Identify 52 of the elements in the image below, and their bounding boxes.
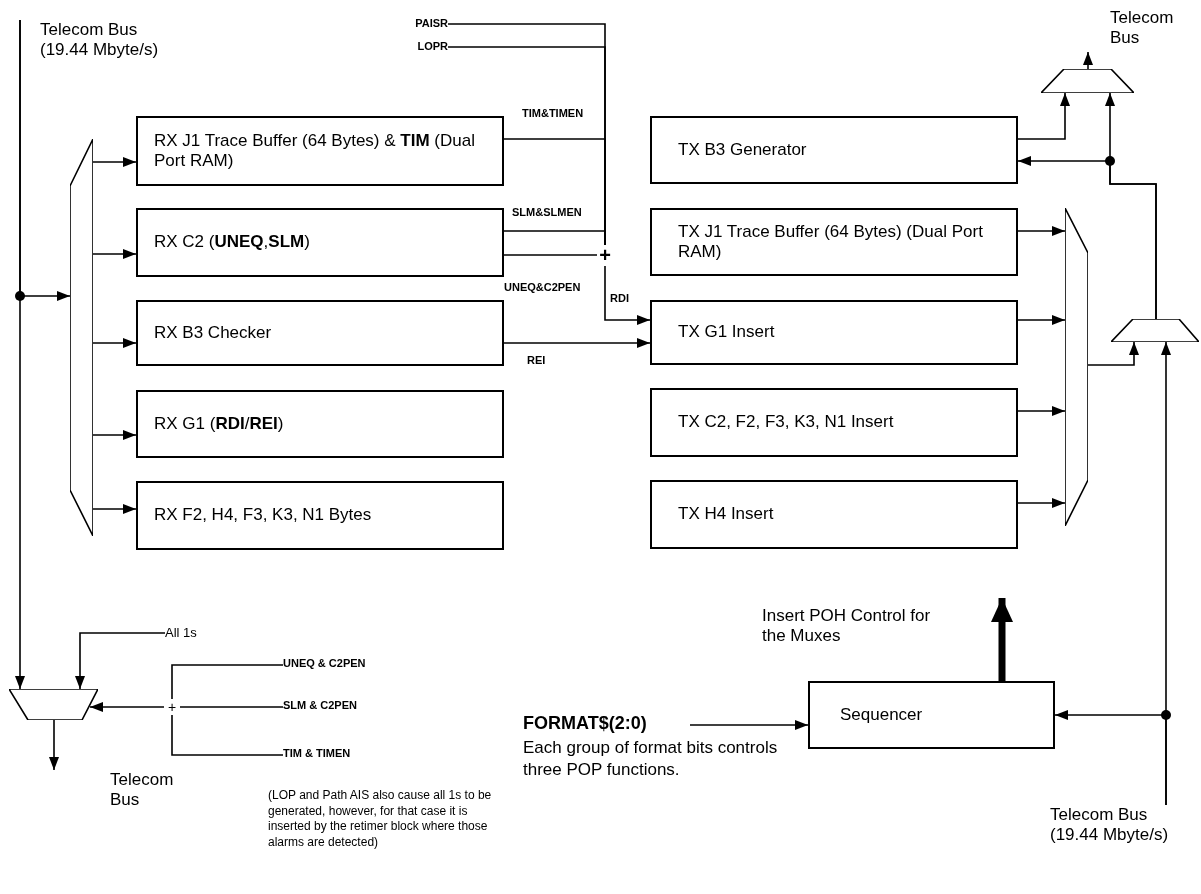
- connector-line: [179, 706, 284, 708]
- note-text: (LOP and Path AIS also cause all 1s to be generated, however, for that case it is inserted by the retimer block where those alarms are detected): [268, 788, 493, 851]
- mux-trapezoid: [1041, 69, 1134, 93]
- signal-label: LOPR: [396, 40, 448, 55]
- arrow: [1017, 406, 1066, 416]
- connector-line: [171, 664, 284, 700]
- signal-label: SLM & C2PEN: [283, 699, 403, 714]
- process-box: RX C2 (UNEQ,SLM): [136, 208, 504, 277]
- arrow: [1017, 226, 1066, 236]
- process-box: TX G1 Insert: [650, 300, 1018, 365]
- arrow: [1105, 92, 1157, 320]
- arrow: [689, 720, 809, 730]
- connector-line: [171, 714, 284, 756]
- process-box: Sequencer: [808, 681, 1055, 749]
- bus-label: Telecom Bus (19.44 Mbyte/s): [1050, 805, 1195, 869]
- arrow: [503, 338, 651, 348]
- arrow: [1054, 710, 1167, 806]
- arrow: [15, 19, 25, 690]
- arrow: [1017, 315, 1066, 325]
- process-box: RX J1 Trace Buffer (64 Bytes) & TIM (Dual Port RAM): [136, 116, 504, 186]
- process-box: RX B3 Checker: [136, 300, 504, 366]
- process-box: TX J1 Trace Buffer (64 Bytes) (Dual Port RAM): [650, 208, 1018, 276]
- arrow: [1017, 498, 1066, 508]
- connector-line: [503, 254, 598, 256]
- arrow: [604, 265, 651, 325]
- or-symbol: +: [597, 245, 613, 266]
- signal-label: TIM & TIMEN: [283, 747, 403, 762]
- signal-label: UNEQ & C2PEN: [283, 657, 403, 672]
- connector-line: [503, 230, 606, 246]
- mux-trapezoid: [1065, 208, 1088, 526]
- description-text: Each group of format bits controls three POP functions.: [523, 737, 779, 782]
- demux-trapezoid: [70, 139, 93, 536]
- arrow: [49, 719, 59, 771]
- bus-label: Telecom Bus: [46, 770, 196, 816]
- signal-label: All 1s: [165, 625, 215, 641]
- process-box: RX G1 (RDI/REI): [136, 390, 504, 458]
- process-box: TX B3 Generator: [650, 116, 1018, 184]
- edge-label: UNEQ&C2PEN: [504, 281, 581, 295]
- arrow: [1083, 51, 1093, 70]
- bus-label: Telecom Bus: [1080, 8, 1195, 52]
- arrow: [89, 702, 165, 712]
- arrow: [1017, 92, 1070, 140]
- process-box: RX F2, H4, F3, K3, N1 Bytes: [136, 481, 504, 550]
- edge-label: Insert POH Control for the Muxes: [762, 606, 932, 647]
- process-box: TX C2, F2, F3, K3, N1 Insert: [650, 388, 1018, 457]
- bus-label: Telecom Bus (19.44 Mbyte/s): [16, 20, 186, 68]
- mux-trapezoid: [9, 689, 98, 720]
- signal-label: FORMAT$(2:0): [523, 713, 690, 737]
- arrow: [75, 632, 166, 690]
- process-box: TX H4 Insert: [650, 480, 1018, 549]
- mux-trapezoid: [1111, 319, 1199, 342]
- signal-label: PAISR: [396, 17, 448, 32]
